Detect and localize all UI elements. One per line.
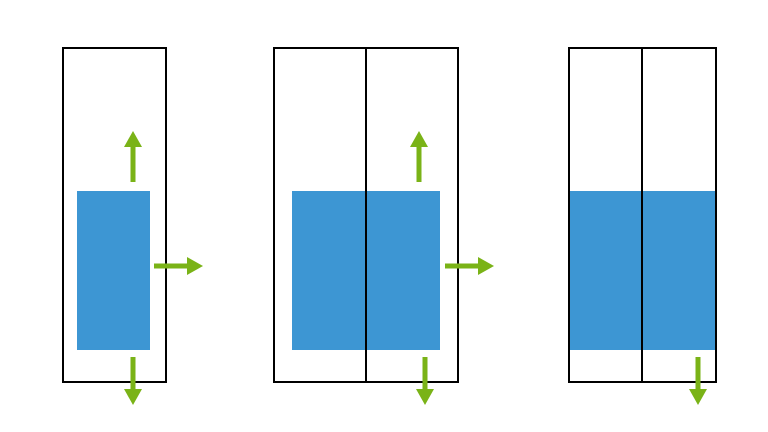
down-arrow-icon [416, 357, 434, 405]
right-arrow-icon [445, 257, 494, 275]
down-arrow-icon [124, 357, 142, 405]
panel-1-block [77, 191, 150, 350]
right-arrow-icon [154, 257, 203, 275]
panel-1-outline [62, 47, 167, 383]
down-arrow-icon [689, 357, 707, 405]
up-arrow-icon [410, 131, 428, 182]
panel-2 [273, 47, 494, 405]
up-arrow-icon [124, 131, 142, 182]
panel-3 [568, 47, 717, 405]
panel-1 [62, 47, 203, 405]
